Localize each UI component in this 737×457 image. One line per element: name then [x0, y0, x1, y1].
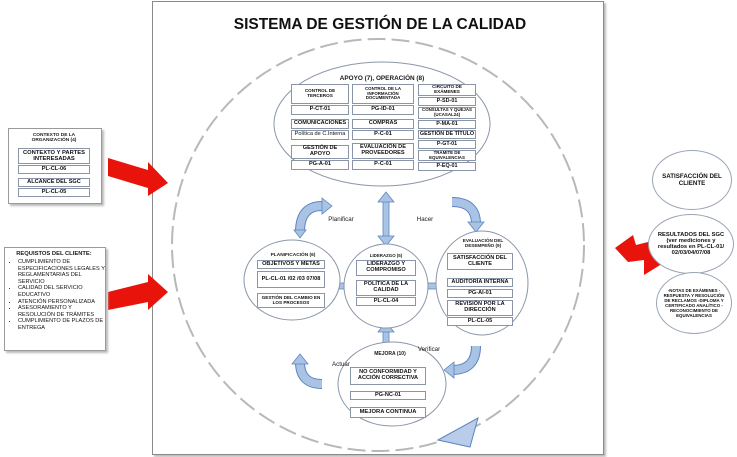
satisfaccion-text: SATISFACCIÓN DEL CLIENTE: [662, 173, 722, 187]
red-arrow-contexto: [108, 158, 168, 196]
apoyo-compras: COMPRAS: [352, 119, 414, 129]
apoyo-header: APOYO (7), OPERACIÓN (8): [339, 75, 425, 82]
apoyo-comunicaciones-code: Política de C.Interna: [291, 130, 349, 140]
apoyo-control-terceros-code: P-CT-01: [291, 105, 349, 115]
apoyo-control-terceros: CONTROL DE TERCEROS: [291, 84, 349, 104]
label-hacer: Hacer: [416, 216, 434, 223]
planificacion-header: PLANIFICACIÓN (6): [270, 253, 316, 258]
mejora-no-conformidad: NO CONFORMIDAD Y ACCIÓN CORRECTIVA: [350, 367, 426, 385]
cycle-arrowhead: [436, 416, 479, 448]
outer-cycle-circle: [171, 38, 585, 452]
apoyo-compras-code: P-C-01: [352, 130, 414, 140]
liderazgo-compromiso: LIDERAZGO Y COMPROMISO: [356, 260, 416, 276]
red-arrow-requisitos: [108, 274, 168, 310]
evaluacion-satisfaccion: SATISFACCIÓN DEL CLIENTE: [447, 253, 513, 270]
liderazgo-politica: POLÍTICA DE LA CALIDAD: [356, 280, 416, 296]
evaluacion-auditoria: AUDITORÍA INTERNA: [447, 278, 513, 287]
evaluacion-revision: REVISIÓN POR LA DIRECCIÓN: [447, 300, 513, 316]
double-arrow-up: [377, 191, 395, 247]
apoyo-circuito-examenes-code: P-SD-01: [418, 97, 476, 106]
apoyo-consultas-quejas: CONSULTAS Y QUEJAS (UCASAL24): [418, 107, 476, 119]
apoyo-gestion-titulo-code: P-GT-01: [418, 140, 476, 149]
evaluacion-revision-code: PL-CL-05: [447, 317, 513, 326]
page-title: SISTEMA DE GESTIÓN DE LA CALIDAD: [233, 16, 527, 33]
evaluacion-header: EVALUACIÓN DEL DESEMPEÑO (9): [462, 238, 504, 249]
apoyo-tramite-equivalencias: TRÁMITE DE EQUIVALENCIAS: [418, 150, 476, 161]
apoyo-consultas-quejas-code: P-MA-01: [418, 120, 476, 129]
apoyo-control-info-code: PG-ID-01: [352, 105, 414, 115]
requisito-item: CUMPLIMIENTO DE ESPECIFICACIONES LEGALES…: [18, 259, 106, 285]
contexto-item2: ALCANCE DEL SGC: [18, 178, 90, 187]
notas-text: -NOTAS DE EXÁMENES -RESPUESTA Y RESOLUCI…: [663, 288, 725, 318]
contexto-code1: PL-CL-06: [18, 165, 90, 174]
apoyo-comunicaciones: COMUNICACIONES: [291, 119, 349, 129]
label-verificar: Verificar: [417, 346, 441, 353]
apoyo-circuito-examenes: CIRCUITO DE EXÁMENES: [418, 84, 476, 96]
liderazgo-code: PL-CL-04: [356, 297, 416, 306]
contexto-code2: PL-CL-05: [18, 188, 90, 197]
requisito-item: ASESORAMIENTO Y RESOLUCIÓN DE TRÁMITES: [18, 305, 106, 318]
label-actuar: Actuar: [332, 361, 350, 368]
apoyo-gestion-apoyo-code: PG-A-01: [291, 160, 349, 170]
liderazgo-header: LIDERAZGO (5): [369, 253, 403, 258]
planificacion-objetivos: OBJETIVOS Y METAS: [257, 260, 325, 269]
requisito-item: ATENCIÓN PERSONALIZADA: [18, 299, 106, 306]
requisitos-panel: [4, 247, 106, 351]
mejora-code: PG-NC-01: [350, 391, 426, 400]
notas-oval: -NOTAS DE EXÁMENES -RESPUESTA Y RESOLUCI…: [656, 272, 732, 334]
resultados-oval: RESULTADOS DEL SGC (ver mediciones y res…: [648, 214, 734, 274]
satisfaccion-oval: SATISFACCIÓN DEL CLIENTE: [652, 150, 732, 210]
apoyo-gestion-titulo: GESTIÓN DE TÍTULO: [418, 130, 476, 139]
requisitos-header: REQUISTOS DEL CLIENTE:: [16, 251, 92, 257]
contexto-header: CONTEXTO DE LA ORGANIZACIÓN (4): [31, 133, 77, 144]
evaluacion-auditoria-code: PG-AI-01: [447, 289, 513, 298]
apoyo-evaluacion-proveedores-code: P-C-01: [352, 160, 414, 170]
planificacion-gestion-cambio: GESTIÓN DEL CAMBIO EN LOS PROCESOS: [257, 293, 325, 308]
mejora-header: MEJORA (10): [374, 351, 406, 357]
apoyo-gestion-apoyo: GESTIÓN DE APOYO: [291, 145, 349, 159]
requisito-item: CUMPLIMIENTO DE PLAZOS DE ENTREGA: [18, 318, 106, 331]
label-planificar: Planificar: [328, 216, 354, 223]
apoyo-control-info: CONTROL DE LA INFORMACIÓN DOCUMENTADA: [352, 84, 414, 104]
planificacion-code: PL-CL-01 /02 /03 07/08: [257, 271, 325, 288]
mejora-continua: MEJORA CONTINUA: [350, 407, 426, 418]
resultados-text: RESULTADOS DEL SGC (ver mediciones y res…: [657, 232, 725, 256]
requisito-item: CALIDAD DEL SERVICIO EDUCATIVO: [18, 285, 106, 298]
requisitos-list: CUMPLIMIENTO DE ESPECIFICACIONES LEGALES…: [8, 259, 106, 332]
contexto-item1: CONTEXTO Y PARTES INTERESADAS: [18, 148, 90, 164]
apoyo-tramite-equivalencias-code: P-EQ-01: [418, 162, 476, 171]
apoyo-evaluacion-proveedores: EVALUACIÓN DE PROVEEDORES: [352, 143, 414, 159]
